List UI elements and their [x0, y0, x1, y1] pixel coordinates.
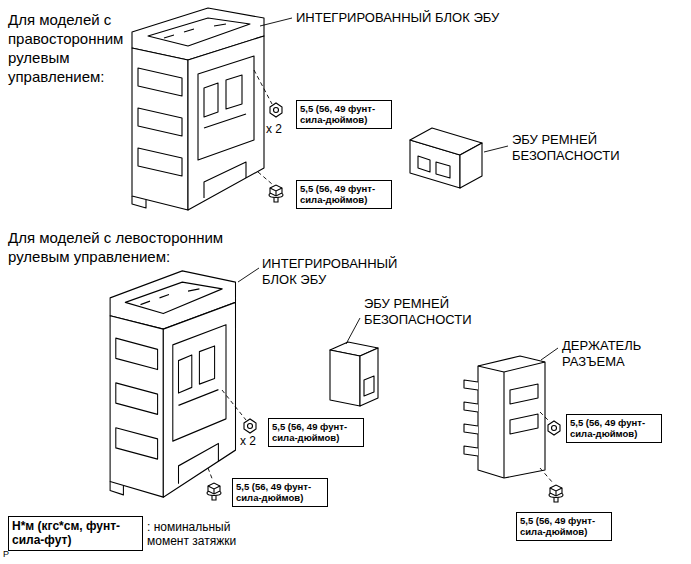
torque-value: 5,5 (56, 49 фунт-сила-дюймов): [520, 515, 608, 538]
torque-box: 5,5 (56, 49 фунт-сила-дюймов): [566, 414, 662, 443]
torque-box: 5,5 (56, 49 фунт-сила-дюймов): [296, 100, 392, 129]
quantity-label: x 2: [240, 434, 256, 448]
dashed-leader: [254, 70, 272, 104]
torque-box: 5,5 (56, 49 фунт-сила-дюймов): [232, 478, 328, 507]
torque-value: 5,5 (56, 49 фунт-сила-дюймов): [570, 417, 658, 440]
model-heading: Для моделей с левосторонним рулевым упра…: [8, 228, 240, 266]
seatbelt-ecu-drawing: [330, 342, 378, 406]
part-name: ИНТЕГРИРОВАННЫЙ БЛОК ЭБУ: [296, 10, 499, 26]
connector-holder-drawing: [464, 356, 545, 478]
connector-holder-drawing: [510, 384, 538, 404]
seatbelt-ecu-drawing: [364, 376, 374, 396]
seatbelt-ecu-drawing: [460, 143, 482, 188]
fastener: [244, 419, 256, 433]
connector-holder-drawing: [510, 414, 538, 434]
torque-box: 5,5 (56, 49 фунт-сила-дюймов): [516, 512, 612, 541]
part-name: ДЕРЖАТЕЛЬ РАЗЪЕМА: [562, 338, 677, 370]
dashed-leader: [540, 468, 553, 483]
seatbelt-ecu-drawing: [418, 156, 430, 172]
leader-line: [260, 18, 292, 26]
quantity-label: x 2: [266, 122, 282, 136]
torque-box: 5,5 (56, 49 фунт-сила-дюймов): [296, 180, 392, 209]
legend-note: : номинальный момент затяжки: [147, 520, 247, 548]
connector-holder-drawing: [478, 362, 545, 478]
dashed-leader: [208, 70, 553, 483]
torque-value: 5,5 (56, 49 фунт-сила-дюймов): [272, 421, 360, 444]
part-name: ЭБУ РЕМНЕЙ БЕЗОПАСНОСТИ: [364, 296, 494, 328]
legend-unit-box: Н*м (кгс*см, фунт-сила-фут): [8, 516, 143, 551]
dashed-leader: [222, 390, 246, 420]
integrated-ecu-block: [132, 8, 264, 210]
seatbelt-ecu-drawing: [330, 350, 360, 406]
figure-code: P: [3, 549, 9, 560]
leader-line: [238, 18, 558, 360]
leader-line: [484, 146, 508, 152]
connector-holder-drawing: [464, 380, 478, 456]
integrated-ecu-block: [132, 8, 264, 210]
seatbelt-ecu-drawing: [436, 162, 450, 178]
integrated-ecu-block: [110, 271, 235, 497]
fastener: [207, 103, 563, 502]
torque-value: 5,5 (56, 49 фунт-сила-дюймов): [300, 183, 388, 206]
torque-value: 5,5 (56, 49 фунт-сила-дюймов): [300, 103, 388, 126]
unit-text: Н*м (кгс*см, фунт-сила-фут): [12, 519, 139, 548]
dashed-leader: [540, 412, 550, 422]
integrated-ecu-block: [110, 271, 235, 497]
leader-line: [238, 268, 259, 282]
dashed-leader: [258, 172, 272, 184]
model-heading: Для моделей с правосторонним рулевым упр…: [8, 10, 138, 86]
fastener: [269, 185, 283, 202]
part-name: ЭБУ РЕМНЕЙ БЕЗОПАСНОСТИ: [512, 132, 637, 164]
connector-holder-drawing: [478, 356, 545, 478]
torque-box: 5,5 (56, 49 фунт-сила-дюймов): [268, 418, 364, 447]
fastener: [270, 103, 282, 117]
seatbelt-ecu-drawing: [410, 128, 482, 188]
torque-value: 5,5 (56, 49 фунт-сила-дюймов): [236, 481, 324, 504]
part-name: ИНТЕГРИРОВАННЫЙ БЛОК ЭБУ: [262, 256, 432, 288]
dashed-leader: [208, 468, 213, 481]
fastener: [548, 421, 560, 435]
leader-line: [541, 348, 558, 360]
fastener: [207, 483, 221, 500]
fastener: [549, 485, 563, 502]
seatbelt-ecu-drawing: [360, 348, 378, 406]
leader-line: [346, 318, 360, 344]
